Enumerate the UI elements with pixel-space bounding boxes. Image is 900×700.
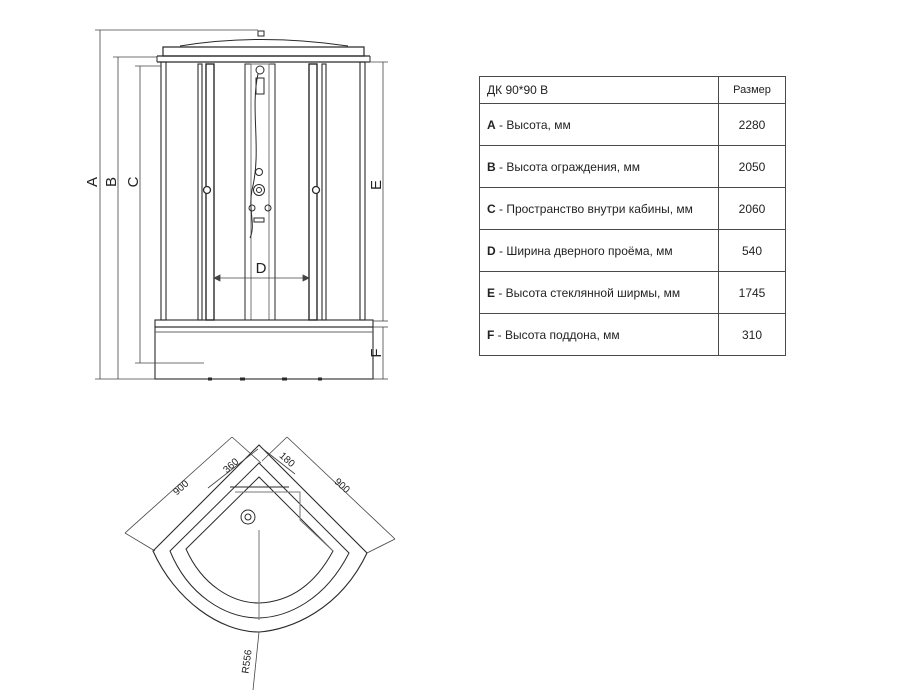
row-value: 540: [718, 229, 786, 272]
table-row: E - Высота стеклянной ширмы, мм 1745: [479, 271, 786, 314]
table-row: F - Высота поддона, мм 310: [479, 313, 786, 356]
row-value: 1745: [718, 271, 786, 314]
row-value: 2280: [718, 103, 786, 146]
top-view-dimension-lines: [124, 436, 396, 691]
dim-label-f: F: [368, 348, 385, 357]
dim-label-b: B: [103, 177, 120, 187]
spec-table-header: ДК 90*90 В Размер: [479, 76, 786, 104]
row-letter: D: [487, 243, 496, 258]
table-row: C - Пространство внутри кабины, мм 2060: [479, 187, 786, 230]
row-label: - Ширина дверного проёма, мм: [495, 243, 673, 258]
dim-side-right: 900: [332, 476, 352, 496]
spec-table-size-header: Размер: [718, 76, 786, 104]
row-letter: F: [487, 327, 495, 342]
spec-table: ДК 90*90 В Размер A - Высота, мм 2280 B …: [479, 76, 786, 356]
row-label: - Высота поддона, мм: [494, 327, 620, 342]
dim-label-a: A: [84, 177, 101, 187]
row-letter: E: [487, 285, 496, 300]
front-view-dim-labels: A B C D E F: [84, 176, 385, 357]
row-label: - Высота стеклянной ширмы, мм: [495, 285, 681, 300]
front-view-cabin: [154, 30, 374, 381]
row-value: 2050: [718, 145, 786, 188]
spec-table-title: ДК 90*90 В: [479, 76, 719, 104]
row-label: - Пространство внутри кабины, мм: [495, 201, 693, 216]
row-value: 310: [718, 313, 786, 356]
dim-label-d: D: [256, 260, 267, 277]
row-value: 2060: [718, 187, 786, 230]
top-view-tray: [152, 444, 368, 633]
dim-door-right: 180: [277, 450, 297, 470]
dim-label-c: C: [125, 176, 142, 187]
row-letter: B: [487, 159, 496, 174]
dim-radius: R556: [240, 649, 254, 675]
table-row: A - Высота, мм 2280: [479, 103, 786, 146]
row-letter: A: [487, 117, 496, 132]
row-label: - Высота ограждения, мм: [495, 159, 640, 174]
row-label: - Высота, мм: [495, 117, 571, 132]
table-row: D - Ширина дверного проёма, мм 540: [479, 229, 786, 272]
dim-side-left: 900: [171, 478, 191, 498]
dim-door-left: 360: [221, 456, 241, 476]
table-row: B - Высота ограждения, мм 2050: [479, 145, 786, 188]
top-view-dim-labels: 900 360 180 900 R556: [171, 450, 351, 674]
dim-label-e: E: [368, 180, 385, 190]
row-letter: C: [487, 201, 496, 216]
front-view-dimension-lines: [95, 29, 388, 380]
